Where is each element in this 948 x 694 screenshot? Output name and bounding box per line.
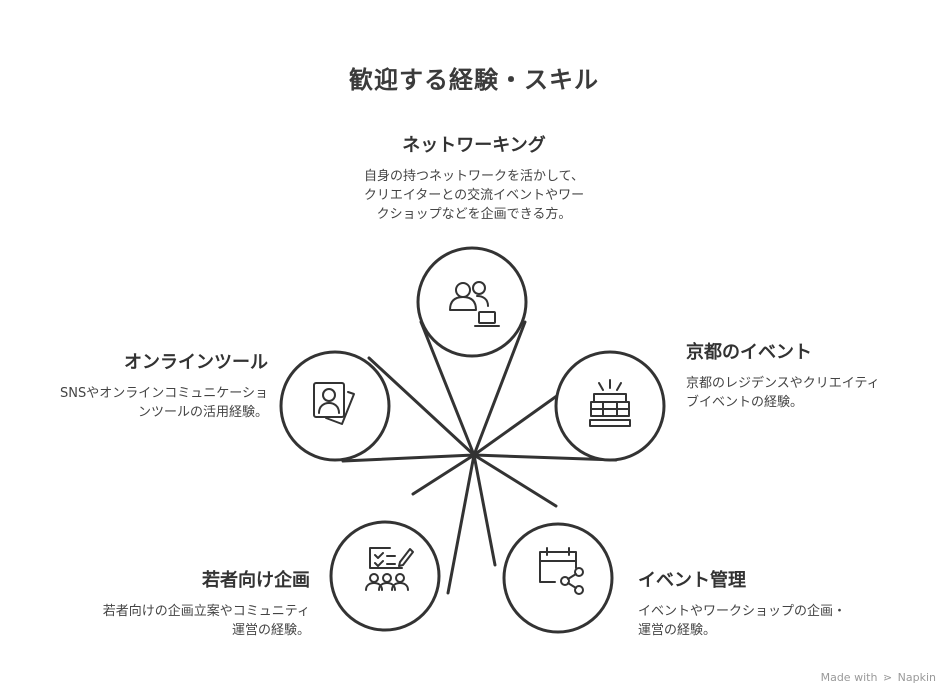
- item-heading: 若者向け企画: [202, 570, 310, 591]
- petal-online: [341, 356, 476, 463]
- item-event-management: イベント管理 イベントやワークショップの企画・運営の経験。: [638, 566, 848, 640]
- circle-networking: [416, 246, 528, 358]
- item-description: 若者向けの企画立案やコミュニティ運営の経験。: [102, 604, 310, 638]
- diagram-title: 歓迎する経験・スキル: [349, 66, 599, 94]
- item-kyoto-events: 京都のイベント 京都のレジデンスやクリエイティブイベントの経験。: [686, 338, 886, 412]
- circle-online: [279, 350, 391, 462]
- item-heading: 京都のイベント: [686, 342, 812, 363]
- item-description: 京都のレジデンスやクリエイティブイベントの経験。: [686, 376, 880, 410]
- watermark-brand: Napkin: [897, 671, 936, 684]
- item-heading: オンラインツール: [124, 352, 268, 373]
- item-description: イベントやワークショップの企画・運営の経験。: [638, 604, 847, 638]
- checklist-group-icon: [365, 547, 414, 591]
- item-heading: イベント管理: [638, 570, 746, 591]
- item-heading: ネットワーキング: [402, 135, 546, 156]
- napkin-logo-icon: ⋗: [882, 671, 893, 684]
- profile-cards-icon: [313, 382, 355, 425]
- watermark-made-with: Made with: [820, 671, 878, 684]
- circle-event: [502, 522, 614, 634]
- calendar-share-icon: [539, 547, 584, 595]
- networking-users-laptop-icon: [449, 281, 500, 327]
- circle-kyoto: [554, 350, 666, 462]
- item-networking: ネットワーキング 自身の持つネットワークを活かして、クリエイターとの交流イベント…: [360, 131, 588, 224]
- item-online-tools: オンラインツール SNSやオンラインコミュニケーションツールの活用経験。: [56, 348, 268, 422]
- item-youth-planning: 若者向け企画 若者向けの企画立案やコミュニティ運営の経験。: [96, 566, 310, 640]
- watermark: Made with ⋗ Napkin: [821, 671, 936, 684]
- event-venue-icon: [589, 379, 631, 427]
- item-description: 自身の持つネットワークを活かして、クリエイターとの交流イベントやワークショップな…: [363, 169, 585, 222]
- item-description: SNSやオンラインコミュニケーションツールの活用経験。: [60, 386, 268, 420]
- circle-plan: [329, 520, 441, 632]
